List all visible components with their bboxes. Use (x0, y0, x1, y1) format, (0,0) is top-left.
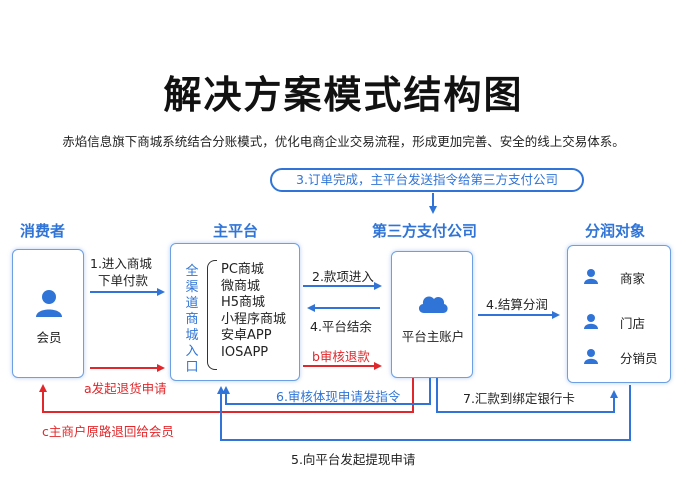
loop-step5 (217, 385, 631, 441)
step1-label: 1.进入商城 (90, 256, 152, 271)
step4b-label: 4.结算分润 (486, 297, 548, 312)
step-a-label: a发起退货申请 (84, 381, 167, 396)
user-icon (584, 269, 598, 284)
step1b-label: 下单付款 (98, 273, 149, 288)
list-item: PC商城 (221, 262, 264, 277)
list-item: 门店 (583, 313, 663, 331)
list-item: H5商城 (221, 295, 266, 310)
loop-step7 (436, 378, 618, 413)
cloud-icon (418, 296, 448, 313)
page-title: 解决方案模式结构图 (163, 73, 524, 117)
step2-label: 2.款项进入 (312, 269, 374, 284)
merchant-label: 商家 (620, 271, 646, 286)
section-beneficiary: 分润对象 (585, 222, 646, 240)
step5-label: 5.向平台发起提现申请 (291, 452, 416, 467)
section-consumer: 消费者 (20, 222, 66, 240)
step-b-label: b审核退款 (312, 349, 370, 364)
channel-entry-label: 全 渠 道 商 城 入 口 (185, 264, 199, 375)
beneficiary-box: 商家 门店 分销员 (567, 245, 671, 383)
list-item: IOSAPP (221, 344, 269, 360)
distributor-label: 分销员 (620, 351, 658, 366)
main-account-label: 平台主账户 (401, 329, 465, 344)
loop-step6 (222, 378, 431, 405)
list-item: 微商城 (221, 278, 261, 294)
step6-label: 6.审核体现申请发指令 (276, 389, 401, 404)
list-item: 小程序商城 (221, 311, 287, 327)
user-icon (36, 290, 62, 317)
list-item: 分销员 (583, 348, 663, 366)
step-c-label: c主商户原路退回给会员 (42, 424, 174, 439)
section-platform: 主平台 (213, 222, 259, 240)
order-complete-pill: 3.订单完成，主平台发送指令给第三方支付公司 (270, 168, 584, 192)
user-icon (584, 349, 598, 364)
user-icon (584, 314, 598, 329)
step4-label: 4.平台结余 (310, 319, 372, 334)
loop-step-c (39, 378, 414, 413)
list-item: 商家 (583, 268, 663, 286)
page-subtitle: 赤焰信息旗下商城系统结合分账模式，优化电商企业交易流程，形成更加完善、安全的线上… (62, 134, 625, 149)
step7-label: 7.汇款到绑定银行卡 (463, 391, 575, 406)
platform-box: 全 渠 道 商 城 入 口 PC商城 微商城 H5商城 小程序商城 安卓APP … (170, 243, 300, 381)
platform-channel-list: PC商城 微商城 H5商城 小程序商城 安卓APP IOSAPP (221, 262, 286, 361)
section-payment: 第三方支付公司 (372, 222, 478, 240)
store-label: 门店 (620, 316, 646, 331)
consumer-box: 会员 (12, 249, 84, 378)
payment-box: 平台主账户 (391, 251, 473, 378)
bracket (207, 260, 217, 370)
list-item: 安卓APP (221, 328, 272, 343)
member-label: 会员 (36, 330, 62, 345)
